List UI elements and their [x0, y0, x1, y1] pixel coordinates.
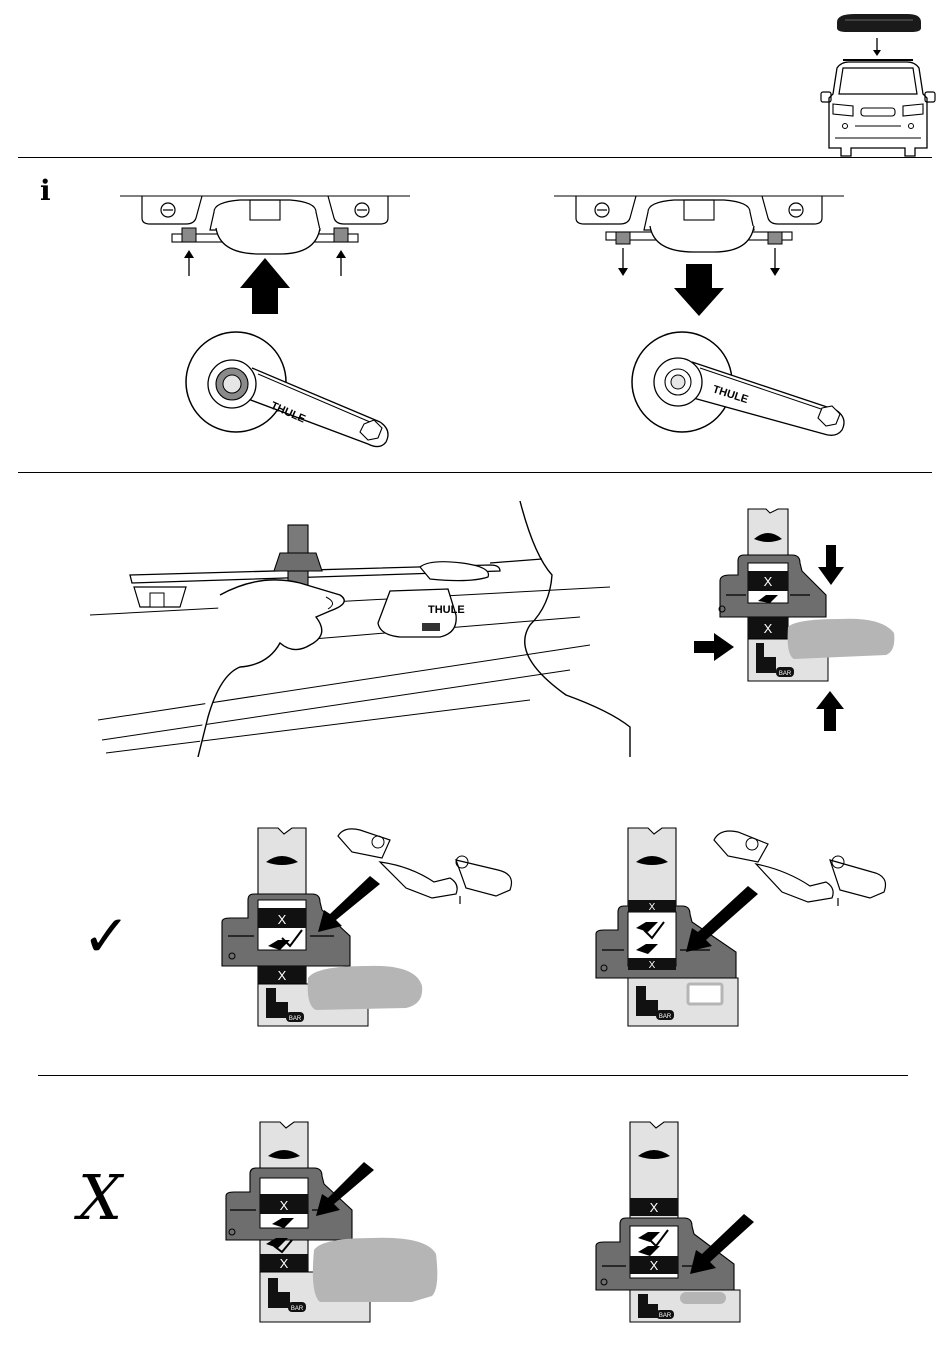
section-divider-3: [38, 1075, 908, 1076]
gauge-cross: X: [650, 1258, 659, 1273]
gauge-correct-high-roof: X X BAR: [590, 800, 900, 1032]
wrench-loosen-illustration: THULE: [626, 330, 856, 460]
gauge-cross: X: [278, 912, 287, 927]
gauge-cross: X: [764, 621, 773, 636]
vehicle-front-illustration: [815, 8, 940, 160]
gauge-bar-label: BAR: [291, 1306, 304, 1312]
info-icon: i: [40, 176, 58, 206]
gauge-reading-diagram: X X BAR: [690, 505, 900, 735]
gauge-correct-low-roof: X X BAR: [220, 800, 530, 1032]
section-divider-1: [18, 157, 932, 158]
gauge-incorrect-too-low: X X BAR: [592, 1118, 822, 1328]
gauge-incorrect-too-high: X X BAR: [222, 1118, 452, 1328]
gauge-cross: X: [764, 574, 773, 589]
gauge-cross: X: [649, 960, 656, 971]
foot-lower-diagram: [554, 188, 844, 320]
gauge-cross: X: [280, 1256, 289, 1271]
incorrect-cross: X: [78, 1166, 148, 1230]
correct-verdict-icon: ✓: [82, 906, 152, 966]
gauge-cross: X: [280, 1198, 289, 1213]
foot-brand-text: THULE: [428, 604, 465, 616]
gauge-cross: X: [650, 1200, 659, 1215]
foot-raise-diagram: [120, 188, 410, 320]
gauge-bar-label: BAR: [659, 1014, 672, 1020]
gauge-bar-label: BAR: [289, 1016, 302, 1022]
wrench-tighten-illustration: THULE: [180, 330, 400, 460]
gauge-bar-label: BAR: [659, 1313, 672, 1319]
gauge-cross: X: [278, 968, 287, 983]
section-divider-2: [18, 472, 932, 473]
hand-measuring-illustration: THULE: [90, 495, 650, 757]
info-symbol: i: [40, 176, 58, 206]
correct-checkmark: ✓: [82, 906, 152, 966]
incorrect-verdict-icon: X: [78, 1166, 148, 1230]
gauge-cross: X: [649, 902, 656, 913]
gauge-bar-label: BAR: [779, 671, 792, 677]
